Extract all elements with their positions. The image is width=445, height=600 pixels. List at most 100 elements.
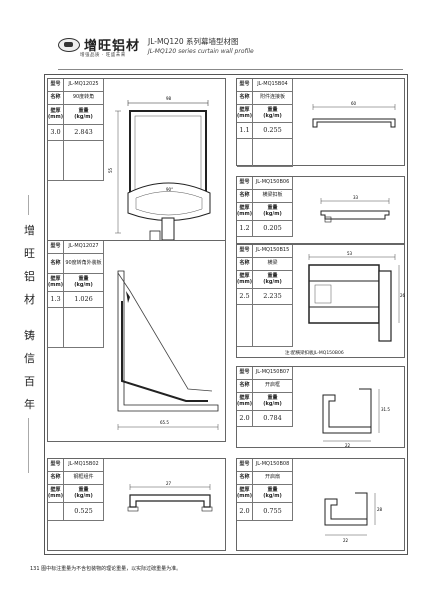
empty-cell: [64, 308, 104, 348]
thickness-value: 1.2: [237, 221, 253, 237]
name-value: 横梁: [253, 258, 293, 271]
model-value: JL-MQ12025: [64, 79, 104, 92]
thickness-value: 1.1: [237, 123, 253, 139]
name-value: 钢框组件: [64, 472, 104, 485]
model-label: 型号: [48, 241, 64, 254]
model-value: JL-MQ150B06: [253, 177, 293, 190]
dim-label: 31.5: [381, 407, 390, 412]
model-value: JL-MQ12027: [64, 241, 104, 254]
weight-label: 重量(kg/m): [64, 485, 104, 503]
header: 增旺铝材 增强品质 · 旺盛未来 JL-MQ120 系列幕墙型材图 JL-MQ1…: [0, 30, 445, 70]
sidebar-char: 铝: [24, 270, 35, 283]
sidebar-char: 旺: [24, 247, 35, 260]
name-label: 名称: [237, 472, 253, 485]
dim-label: 22: [345, 443, 351, 448]
weight-value: 0.755: [253, 503, 293, 521]
thickness-label: 壁厚(mm): [48, 105, 64, 125]
name-value: 90度转角: [64, 92, 104, 105]
profile-drawing-beam: 53 26: [308, 251, 406, 342]
thickness-label: 壁厚(mm): [237, 203, 253, 221]
empty-cell: [237, 305, 253, 347]
dim-label: 98: [166, 96, 172, 101]
name-label: 名称: [48, 92, 64, 105]
sidebar-char: 百: [24, 375, 35, 388]
brand-name: 增旺铝材: [84, 39, 141, 54]
weight-value: 2.235: [253, 289, 293, 305]
profile-drawing-open-frame: 31.5 22: [322, 388, 390, 448]
weight-value: 1.026: [64, 292, 104, 308]
dim-label: 90°: [166, 187, 173, 192]
model-label: 型号: [237, 367, 253, 380]
name-label: 名称: [237, 380, 253, 393]
empty-cell: [253, 305, 293, 347]
thickness-label: 壁厚(mm): [237, 485, 253, 503]
model-value: JL-MQ15B04: [253, 79, 293, 92]
dim-label: 22: [343, 538, 349, 543]
model-label: 型号: [48, 459, 64, 472]
header-divider: [58, 69, 403, 70]
profile-card: 型号 JL-MQ150B15 名称 横梁 壁厚(mm) 重量(kg/m) 2.5…: [236, 244, 406, 358]
model-value: JL-MQ15B02: [64, 459, 104, 472]
profile-card: 型号 JL-MQ15B04 名称 附件连接板 壁厚(mm) 重量(kg/m) 1…: [236, 78, 405, 167]
dim-label: 65.5: [160, 420, 169, 425]
name-label: 名称: [237, 190, 253, 203]
profile-drawing-steel-frame: 27: [127, 481, 213, 512]
dim-label: 26: [400, 293, 406, 298]
sidebar-char: 材: [24, 293, 35, 306]
profile-card: 型号 JL-MQ12027 名称 90度转角外装板 壁厚(mm) 重量(kg/m…: [47, 240, 226, 442]
model-value: JL-MQ150B15: [253, 245, 293, 258]
model-value: JL-MQ150B07: [253, 367, 293, 380]
dim-label: 28: [377, 507, 383, 512]
empty-cell: [253, 139, 293, 167]
model-label: 型号: [237, 177, 253, 190]
profile-drawing-connector-plate: 60: [312, 101, 396, 128]
company-logo-icon: [58, 38, 80, 52]
profile-drawing-open-sash: 28 22: [324, 492, 383, 543]
name-label: 名称: [237, 258, 253, 271]
thickness-value: 1.3: [48, 292, 64, 308]
sidebar-char: 信: [24, 352, 35, 365]
model-label: 型号: [237, 79, 253, 92]
thickness-label: 壁厚(mm): [237, 271, 253, 289]
name-value: 横梁扣板: [253, 190, 293, 203]
empty-cell: [64, 141, 104, 181]
profile-card: 型号 JL-MQ15B02 名称 钢框组件 壁厚(mm) 重量(kg/m) 0.…: [47, 458, 226, 551]
weight-value: 2.843: [64, 125, 104, 141]
weight-label: 重量(kg/m): [253, 203, 293, 221]
model-value: JL-MQ150B08: [253, 459, 293, 472]
empty-cell: [48, 308, 64, 348]
weight-label: 重量(kg/m): [253, 393, 293, 411]
weight-label: 重量(kg/m): [253, 271, 293, 289]
profile-card: 型号 JL-MQ150B06 名称 横梁扣板 壁厚(mm) 重量(kg/m) 1…: [236, 176, 405, 244]
name-value: 附件连接板: [253, 92, 293, 105]
catalog-title: JL-MQ120 系列幕墙型材图: [148, 37, 239, 46]
name-label: 名称: [48, 472, 64, 485]
dim-label: 55: [108, 167, 113, 173]
sidebar-divider-bottom: [28, 418, 29, 473]
weight-label: 重量(kg/m): [253, 105, 293, 123]
empty-cell: [48, 141, 64, 181]
sidebar-divider-top: [28, 195, 29, 215]
dim-label: 33: [353, 195, 359, 200]
weight-value: 0.205: [253, 221, 293, 237]
thickness-value: 2.5: [237, 289, 253, 305]
thickness-value: 3.0: [48, 125, 64, 141]
thickness-value: 2.0: [237, 503, 253, 521]
sidebar-char: 年: [24, 398, 35, 411]
profile-card: 型号 JL-MQ12025 名称 90度转角 壁厚(mm) 重量(kg/m) 3…: [47, 78, 226, 266]
thickness-label: 壁厚(mm): [48, 274, 64, 292]
profile-drawing-cover: 65.5: [117, 270, 219, 430]
thickness-label: 壁厚(mm): [48, 485, 64, 503]
model-label: 型号: [237, 459, 253, 472]
thickness-value: [48, 503, 64, 521]
profile-drawing-corner: 98 90° 55: [108, 96, 211, 244]
weight-value: 0.255: [253, 123, 293, 139]
name-value: 开启框: [253, 380, 293, 393]
name-label: 名称: [48, 254, 64, 274]
sidebar-char: 铸: [24, 329, 35, 342]
profile-card: 型号 JL-MQ150B07 名称 开启框 壁厚(mm) 重量(kg/m) 2.…: [236, 366, 405, 448]
weight-label: 重量(kg/m): [253, 485, 293, 503]
name-value: 开启扇: [253, 472, 293, 485]
name-value: 90度转角外装板: [64, 254, 104, 274]
profile-note: 注:配横梁扣板JL-MQ150B06: [285, 351, 344, 356]
